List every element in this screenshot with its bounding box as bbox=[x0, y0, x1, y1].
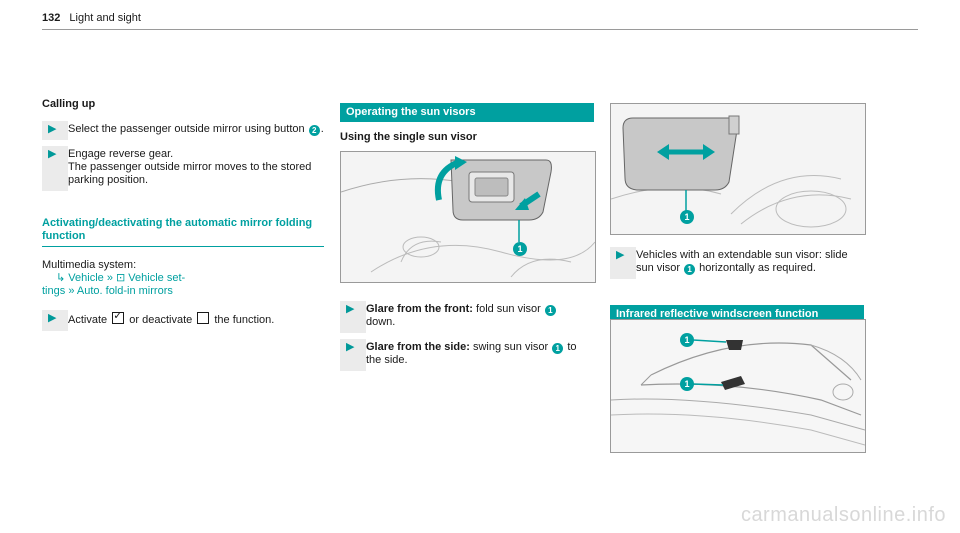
menu-auto-fold: Auto. fold-in mirrors bbox=[76, 285, 173, 297]
page-header: 132 Light and sight bbox=[42, 12, 141, 24]
double-chevron-icon: » bbox=[106, 272, 113, 284]
step-activate: ▶ Activate or deactivate the function. bbox=[42, 310, 324, 331]
figure-callout-badge-top: 1 bbox=[680, 333, 694, 347]
checked-box-icon bbox=[112, 310, 125, 324]
step-select-mirror: ▶ Select the passenger outside mirror us… bbox=[42, 121, 324, 140]
step-extendable-visor: ▶ Vehicles with an extendable sun visor:… bbox=[610, 247, 864, 279]
sun-visors-banner: Operating the sun visors bbox=[340, 103, 594, 122]
play-arrow-icon: ▶ bbox=[48, 123, 57, 135]
play-arrow-icon: ▶ bbox=[616, 249, 625, 261]
step-glare-front: ▶ Glare from the front: fold sun visor 1… bbox=[340, 301, 594, 333]
callout-badge: 1 bbox=[684, 264, 696, 275]
page-number: 132 bbox=[42, 12, 61, 24]
empty-box-icon bbox=[197, 312, 210, 324]
callout-badge: 1 bbox=[552, 343, 564, 354]
play-arrow-icon: ▶ bbox=[346, 303, 355, 315]
figure-callout-badge-bottom: 1 bbox=[680, 377, 694, 391]
callout-badge: 2 bbox=[308, 125, 320, 136]
play-arrow-icon: ▶ bbox=[346, 341, 355, 353]
column-1: Calling up ▶ Select the passenger outsid… bbox=[42, 98, 324, 331]
menu-vehicle: Vehicle bbox=[68, 272, 104, 284]
callout-badge: 1 bbox=[544, 305, 556, 316]
header-rule bbox=[42, 29, 918, 30]
extendable-visor-figure: 1 bbox=[610, 103, 866, 235]
return-arrow-icon: ↳ bbox=[56, 272, 66, 284]
multimedia-path: Multimedia system: ↳ Vehicle » ⊡ Vehicle… bbox=[42, 259, 324, 298]
figure-callout-badge: 1 bbox=[513, 242, 527, 256]
column-2-steps: ▶ Glare from the front: fold sun visor 1… bbox=[340, 295, 594, 371]
single-visor-heading: Using the single sun visor bbox=[340, 131, 477, 143]
section-title: Light and sight bbox=[69, 12, 141, 24]
step-glare-side: ▶ Glare from the side: swing sun visor 1… bbox=[340, 339, 594, 371]
windscreen-figure: 1 1 bbox=[610, 319, 866, 453]
play-arrow-icon: ▶ bbox=[48, 312, 57, 324]
calling-up-heading: Calling up bbox=[42, 98, 96, 110]
column-3-steps: ▶ Vehicles with an extendable sun visor:… bbox=[610, 241, 864, 324]
play-arrow-icon: ▶ bbox=[48, 148, 57, 160]
single-visor-figure: 1 bbox=[340, 151, 596, 283]
figure-callout-badge: 1 bbox=[680, 210, 694, 224]
menu-vehicle-settings: Vehicle set- bbox=[128, 272, 186, 284]
double-chevron-icon: » bbox=[68, 285, 75, 297]
step-reverse-gear: ▶ Engage reverse gear. The passenger out… bbox=[42, 146, 324, 191]
car-settings-icon: ⊡ bbox=[116, 272, 126, 284]
watermark-text: carmanualsonline.info bbox=[740, 504, 946, 526]
multimedia-label: Multimedia system: bbox=[42, 259, 137, 271]
column-2: Operating the sun visors Using the singl… bbox=[340, 103, 594, 144]
activating-heading: Activating/deactivating the automatic mi… bbox=[42, 217, 324, 247]
